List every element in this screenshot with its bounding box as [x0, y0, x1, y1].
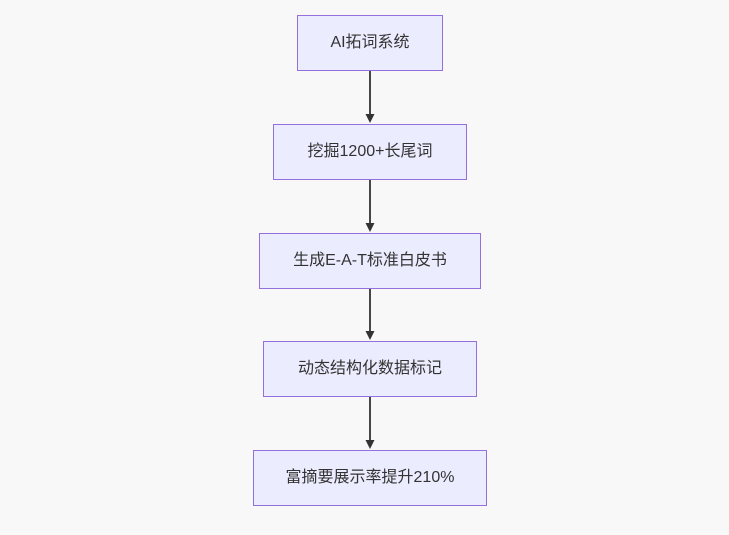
flow-node-label: 富摘要展示率提升210%: [285, 469, 455, 487]
flow-node-label: 动态结构化数据标记: [297, 360, 442, 378]
flow-node-label: AI拓词系统: [330, 34, 410, 52]
flow-node-ai-keyword-system: AI拓词系统: [297, 15, 443, 71]
flow-node-eat-whitepaper: 生成E-A-T标准白皮书: [259, 233, 481, 289]
flow-node-longtail-mining: 挖掘1200+长尾词: [273, 124, 467, 180]
flow-node-structured-data-markup: 动态结构化数据标记: [263, 341, 477, 397]
flow-node-label: 生成E-A-T标准白皮书: [293, 252, 447, 270]
flow-node-rich-snippet-rate: 富摘要展示率提升210%: [253, 450, 487, 506]
flow-node-label: 挖掘1200+长尾词: [307, 143, 433, 161]
